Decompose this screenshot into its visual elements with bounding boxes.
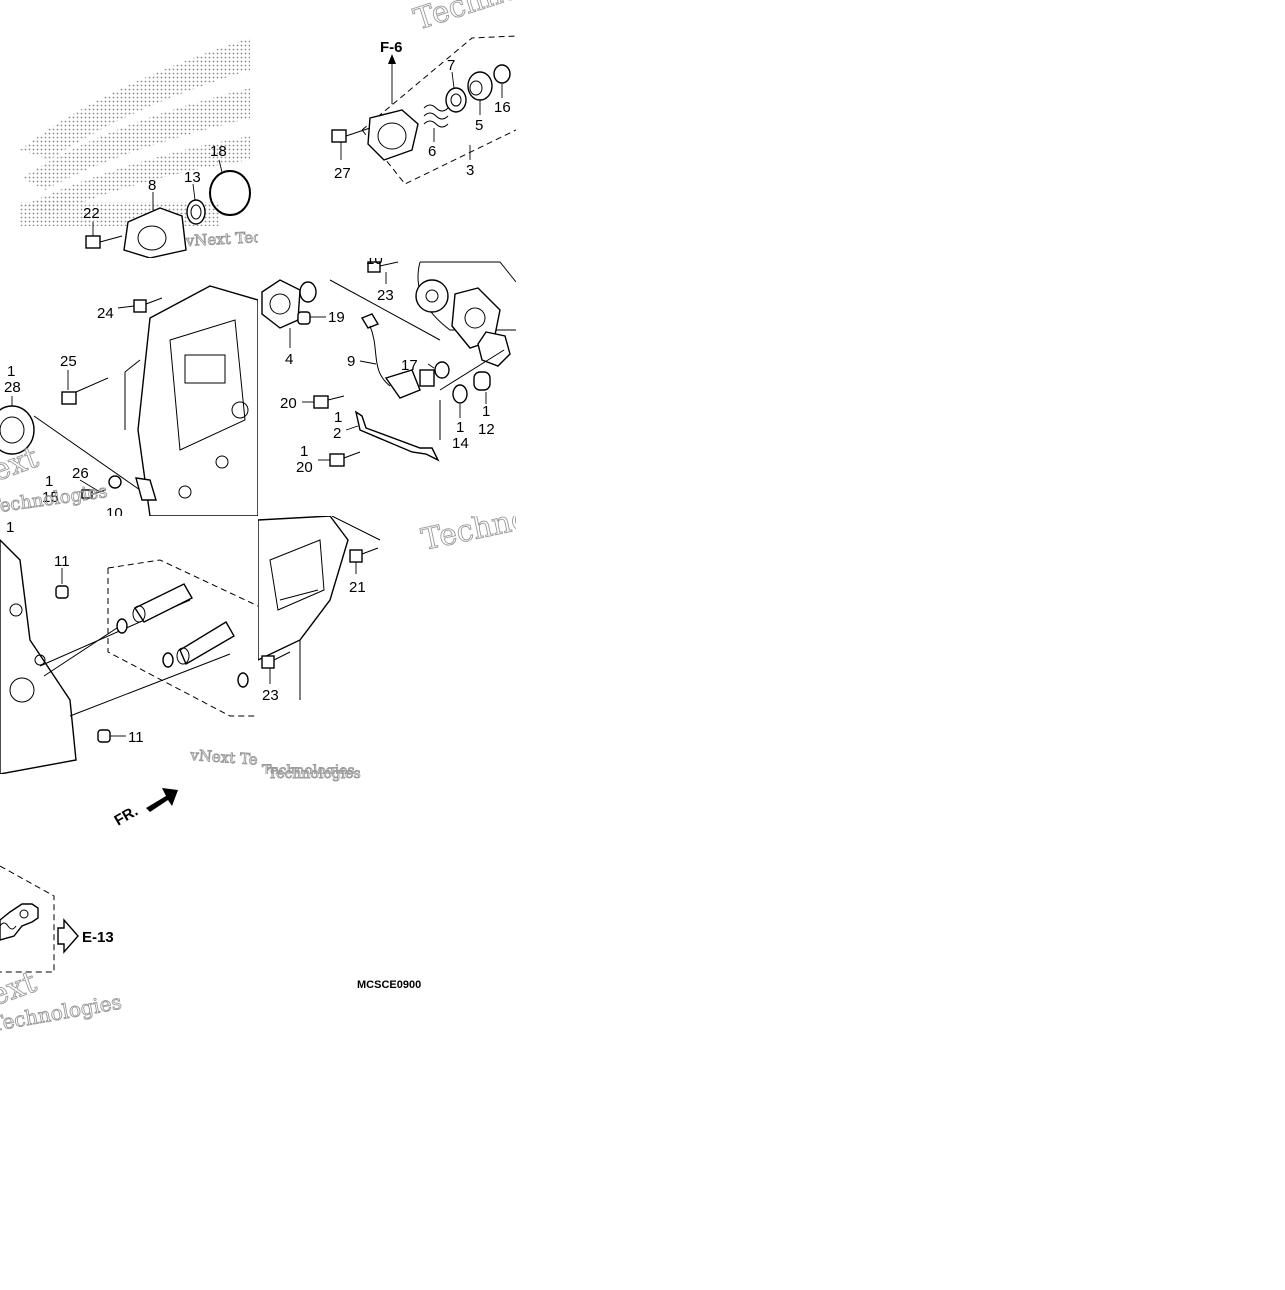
callout-10: 10 xyxy=(366,251,383,268)
callout-1: 1 xyxy=(334,409,342,426)
watermark-text: vNext Tec xyxy=(184,228,262,250)
callout-20: 20 xyxy=(280,395,297,412)
speed-sensor xyxy=(384,369,421,399)
watermark-text: Techno xyxy=(418,501,532,558)
front-arrow xyxy=(146,788,178,812)
callout-28: 28 xyxy=(4,379,21,396)
callout-6: 6 xyxy=(428,143,436,160)
front-label: FR. xyxy=(112,803,141,830)
crankcase-body xyxy=(0,539,77,774)
tile-thermostat-housing: F-6 7 16 5 6 3 27 Techno xyxy=(331,0,524,185)
callout-2: 2 xyxy=(333,425,341,442)
callout-8: 8 xyxy=(148,177,156,194)
watermark-text: vNext Tec xyxy=(189,746,267,769)
tile-water-pump-cover: 22 8 13 18 vNext Tec xyxy=(20,38,262,258)
callout-18: 18 xyxy=(210,143,227,160)
oil-pipe-lower xyxy=(179,621,235,666)
callout-26: 26 xyxy=(72,465,89,482)
front-indicator: FR. xyxy=(112,788,178,830)
callout-14: 14 xyxy=(452,435,469,452)
reference-arrow xyxy=(57,918,79,954)
watermark-text: Technologies xyxy=(0,481,109,518)
callout-20: 20 xyxy=(296,459,313,476)
callout-1: 1 xyxy=(300,443,308,460)
tile-left-crankcase: 24 1 28 25 26 1 15 10 ext Technologies xyxy=(0,285,258,522)
callout-11: 11 xyxy=(128,729,144,746)
tile-sensor-and-gasket: 10 23 19 4 9 17 20 1 2 1 20 1 14 1 12 xyxy=(261,251,516,476)
callout-1: 1 xyxy=(482,403,490,420)
callout-16: 16 xyxy=(494,99,511,116)
callout-10: 10 xyxy=(106,505,123,522)
callout-23: 23 xyxy=(377,287,394,304)
callout-19: 19 xyxy=(328,309,345,326)
wing-logo-bottom xyxy=(25,136,250,215)
right-crankcase-cover xyxy=(258,516,349,661)
callout-1: 1 xyxy=(7,363,15,380)
gasket xyxy=(261,279,301,329)
tile-crankcase-body: 1 11 11 vNext Tec xyxy=(0,519,267,774)
callout-15: 15 xyxy=(42,489,59,506)
water-pump-cover xyxy=(123,207,187,258)
callout-24: 24 xyxy=(97,305,114,322)
callout-4: 4 xyxy=(285,351,293,368)
callout-25: 25 xyxy=(60,353,77,370)
callout-17: 17 xyxy=(401,357,418,374)
callout-22: 22 xyxy=(83,205,100,222)
wire-clamp xyxy=(354,410,440,462)
watermark-text: Technologies xyxy=(262,763,355,779)
callout-1: 1 xyxy=(6,519,14,536)
oil-pipe-upper xyxy=(133,583,193,623)
diagram-code: MCSCE0900 xyxy=(357,979,421,991)
callout-5: 5 xyxy=(475,117,483,134)
callout-9: 9 xyxy=(347,353,355,370)
callout-1: 1 xyxy=(456,419,464,436)
callout-7: 7 xyxy=(447,57,455,74)
callout-11: 11 xyxy=(54,553,70,570)
callout-27: 27 xyxy=(334,165,351,182)
thermostat-housing xyxy=(367,109,419,161)
watermark-text: Technologies xyxy=(268,766,361,782)
wing-logo-top xyxy=(20,38,250,160)
callout-1: 1 xyxy=(45,473,53,490)
reference-f6: F-6 xyxy=(380,39,403,56)
callout-21: 21 xyxy=(349,579,366,596)
wing-logo-middle xyxy=(22,88,250,190)
reference-e13: E-13 xyxy=(82,929,114,946)
tile-right-case: 21 23 Techno Technologies xyxy=(258,501,532,779)
callout-12: 12 xyxy=(478,421,495,438)
e13-component: E-13 xyxy=(0,865,114,973)
callout-23: 23 xyxy=(262,687,279,704)
callout-3: 3 xyxy=(466,162,474,179)
watermark-text: Techno xyxy=(410,0,524,38)
callout-13: 13 xyxy=(184,169,201,186)
left-crankcase-half xyxy=(137,285,258,516)
